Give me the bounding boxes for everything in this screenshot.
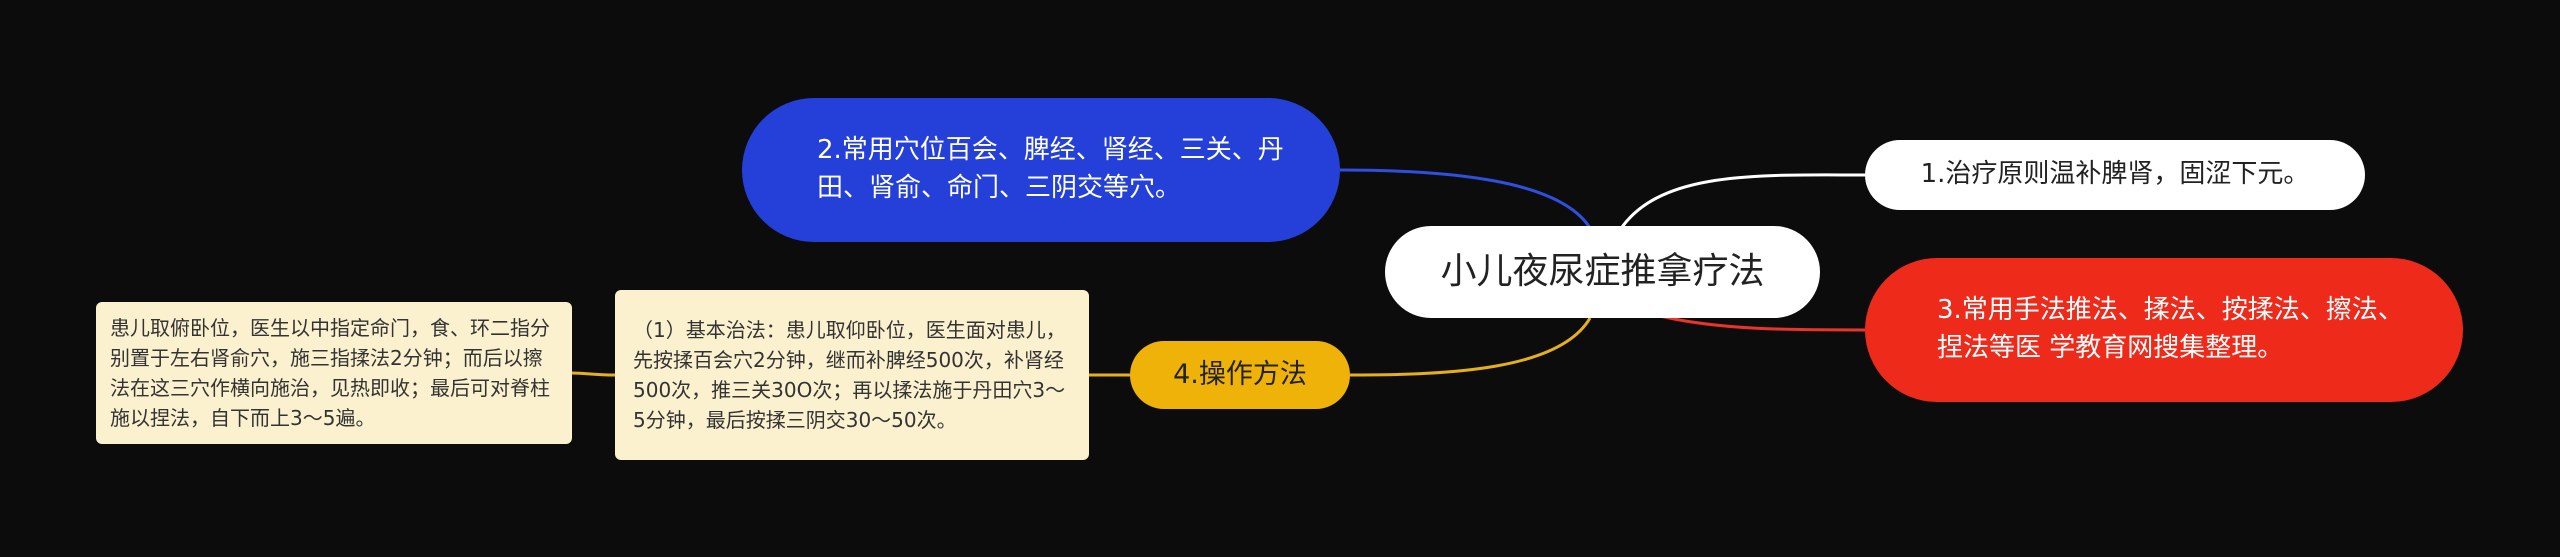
branch-node-label: 4.操作方法 (1173, 359, 1307, 391)
branch-node-acupoints[interactable]: 2.常用穴位百会、脾经、肾经、三关、丹田、肾俞、命门、三阴交等穴。 (742, 98, 1340, 242)
branch-node-label: 3.常用手法推法、揉法、按揉法、擦法、捏法等医 学教育网搜集整理。 (1937, 295, 2404, 363)
leaf-node-basic-method[interactable]: （1）基本治法：患儿取仰卧位，医生面对患儿，先按揉百会穴2分钟，继而补脾经500… (615, 290, 1089, 460)
leaf-node-prone-method[interactable]: 患儿取俯卧位，医生以中指定命门，食、环二指分别置于左右肾俞穴，施三指揉法2分钟；… (96, 302, 572, 444)
root-node-label: 小儿夜尿症推拿疗法 (1440, 250, 1765, 292)
link-root-n3 (1659, 314, 1866, 332)
branch-node-treatment-principle[interactable]: 1.治疗原则温补脾肾，固涩下元。 (1865, 140, 2365, 210)
leaf-node-text: 患儿取俯卧位，医生以中指定命门，食、环二指分别置于左右肾俞穴，施三指揉法2分钟；… (110, 316, 550, 430)
link-root-n4 (1349, 317, 1592, 377)
link-root-n1 (1618, 173, 1866, 231)
branch-node-label: 2.常用穴位百会、脾经、肾经、三关、丹田、肾俞、命门、三阴交等穴。 (817, 135, 1284, 203)
branch-node-label: 1.治疗原则温补脾肾，固涩下元。 (1920, 159, 2310, 190)
link-leaf1-leaf2 (571, 371, 616, 377)
root-node[interactable]: 小儿夜尿症推拿疗法 (1385, 226, 1820, 318)
branch-node-techniques[interactable]: 3.常用手法推法、揉法、按揉法、擦法、捏法等医 学教育网搜集整理。 (1865, 258, 2463, 402)
branch-node-operation[interactable]: 4.操作方法 (1130, 341, 1350, 409)
leaf-node-text: （1）基本治法：患儿取仰卧位，医生面对患儿，先按揉百会穴2分钟，继而补脾经500… (633, 318, 1066, 432)
link-root-n2 (1339, 168, 1592, 229)
